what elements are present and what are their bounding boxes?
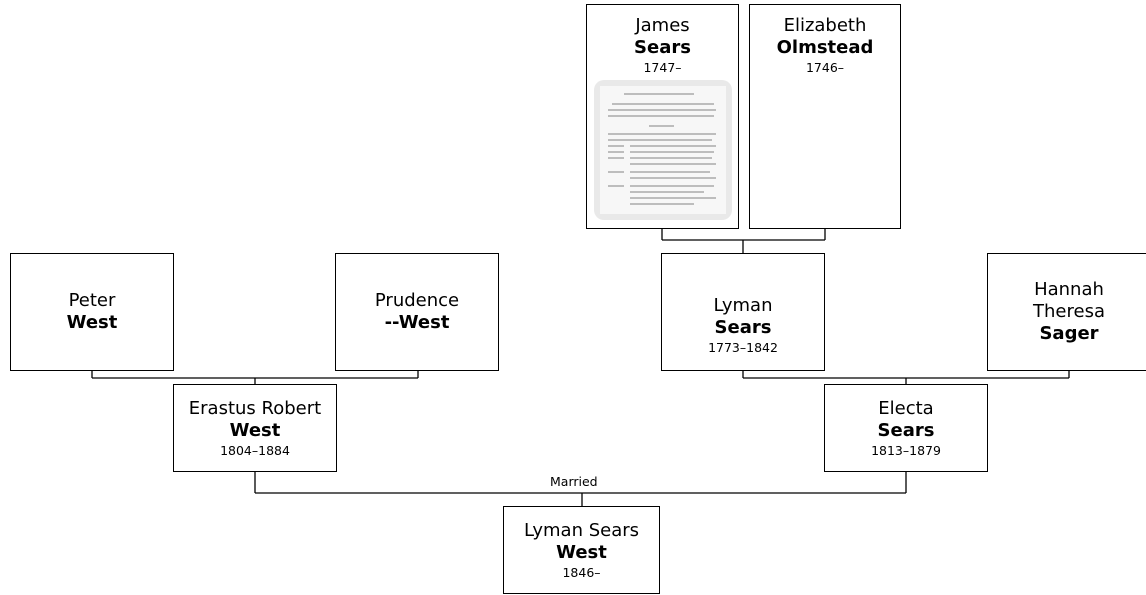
person-card-lyman-sears-west[interactable]: Lyman Sears West 1846– <box>503 506 660 594</box>
surname: West <box>66 312 118 333</box>
surname: --West <box>384 312 450 333</box>
surname: West <box>556 541 607 563</box>
surname: Sears <box>634 37 691 58</box>
surname: West <box>229 419 281 441</box>
surname: Olmstead <box>776 37 874 58</box>
document-thumbnail-icon[interactable] <box>593 80 732 220</box>
married-label: Married <box>548 474 600 489</box>
life-dates: 1746– <box>805 60 845 75</box>
given-name: Lyman <box>713 294 773 316</box>
surname: Sears <box>714 316 772 338</box>
person-card-prudence-west[interactable]: Prudence --West <box>335 253 499 371</box>
life-dates: 1747– <box>643 60 682 75</box>
person-card-elizabeth-olmstead[interactable]: Elizabeth Olmstead 1746– <box>749 4 901 229</box>
person-card-erastus-west[interactable]: Erastus Robert West 1804–1884 <box>173 384 337 472</box>
given-name: Hannah Theresa <box>1033 279 1105 322</box>
person-card-peter-west[interactable]: Peter West <box>10 253 174 371</box>
given-name: James <box>635 15 690 36</box>
surname: Sager <box>1039 323 1099 344</box>
person-card-electa-sears[interactable]: Electa Sears 1813–1879 <box>824 384 988 472</box>
given-name: Elizabeth <box>783 15 867 36</box>
life-dates: 1804–1884 <box>220 442 290 458</box>
life-dates: 1846– <box>562 564 601 580</box>
person-card-hannah-sager[interactable]: Hannah Theresa Sager <box>987 253 1146 371</box>
person-card-james-sears[interactable]: James Sears 1747– <box>586 4 739 229</box>
given-name: Erastus Robert <box>188 397 322 419</box>
given-name: Peter <box>68 290 116 311</box>
person-card-lyman-sears[interactable]: Lyman Sears 1773–1842 <box>661 253 825 371</box>
surname: Sears <box>877 419 935 441</box>
life-dates: 1813–1879 <box>871 442 941 458</box>
given-name: Lyman Sears <box>523 519 640 541</box>
given-name: Electa <box>878 397 934 419</box>
life-dates: 1773–1842 <box>708 339 778 355</box>
given-name: Prudence <box>374 290 460 311</box>
